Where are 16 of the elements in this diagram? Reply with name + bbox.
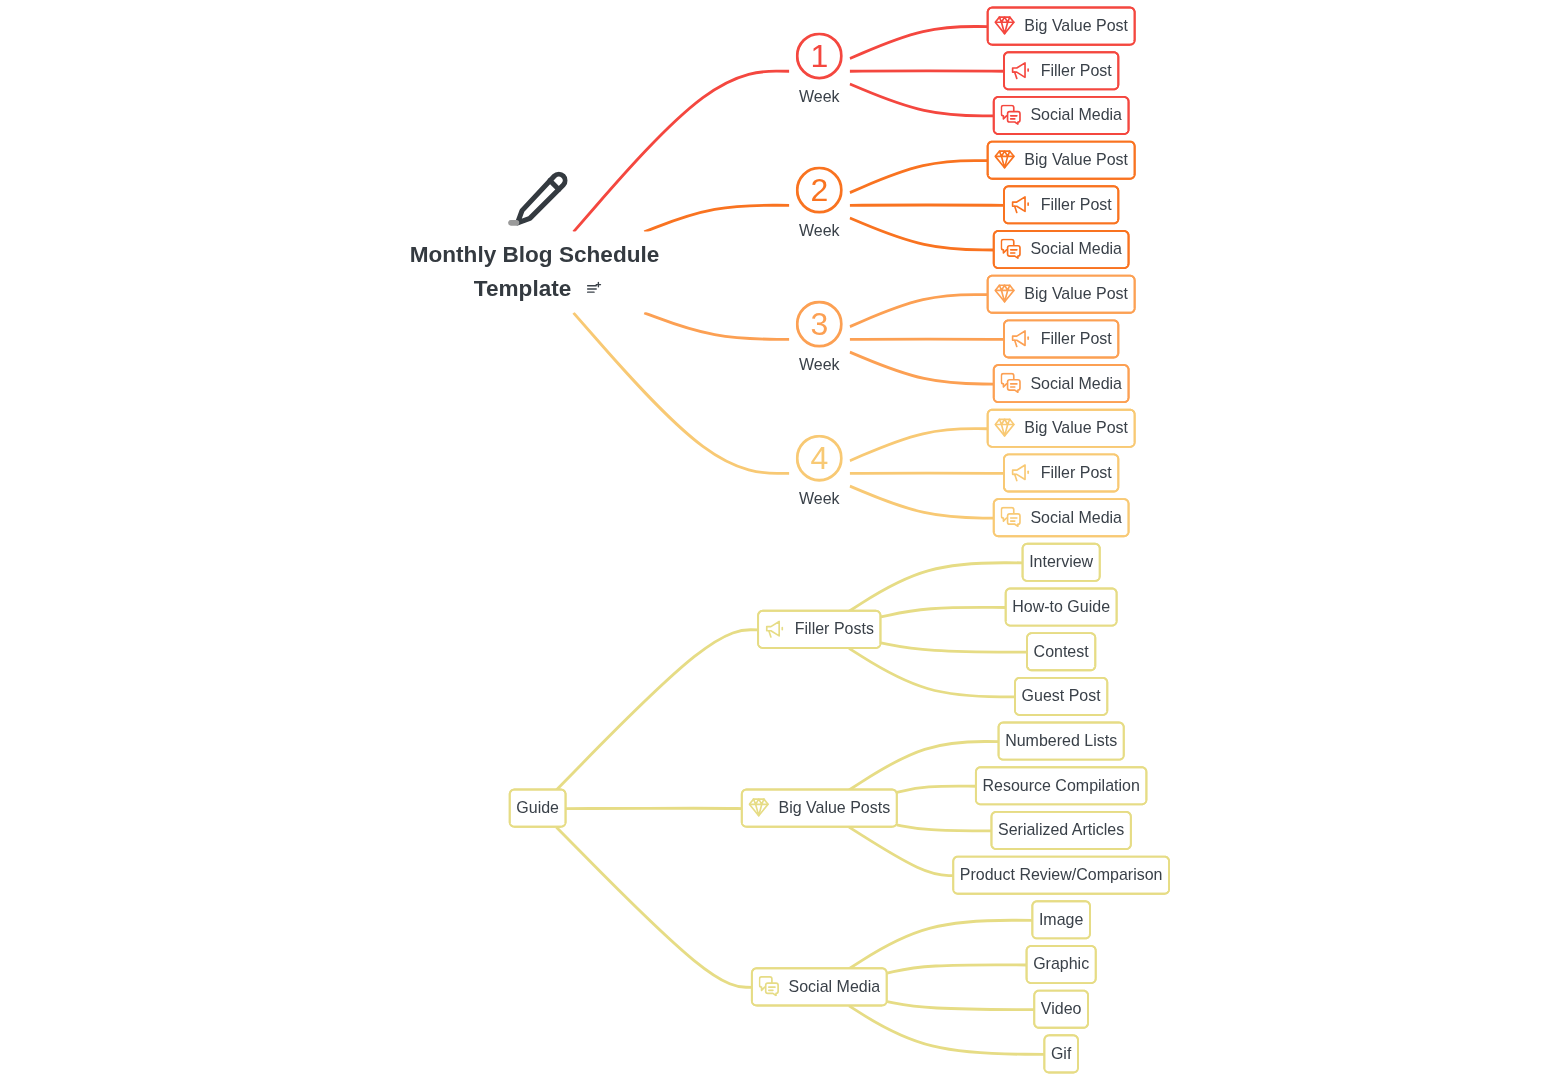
connector [848, 918, 1033, 970]
node-text: 4 Week [798, 440, 840, 509]
connector [848, 647, 1016, 699]
connector [572, 69, 790, 233]
node-text: 2 Week [798, 172, 840, 240]
connector [572, 311, 790, 475]
connector [886, 1000, 1035, 1012]
connector [643, 203, 790, 234]
connector [848, 1004, 1045, 1056]
node-text: 1 Week [798, 38, 840, 106]
connector [643, 311, 790, 341]
node-text: 3 Week [798, 306, 840, 374]
connector [848, 825, 954, 878]
connector [880, 641, 1028, 654]
connector [555, 628, 759, 791]
connector [896, 823, 992, 833]
